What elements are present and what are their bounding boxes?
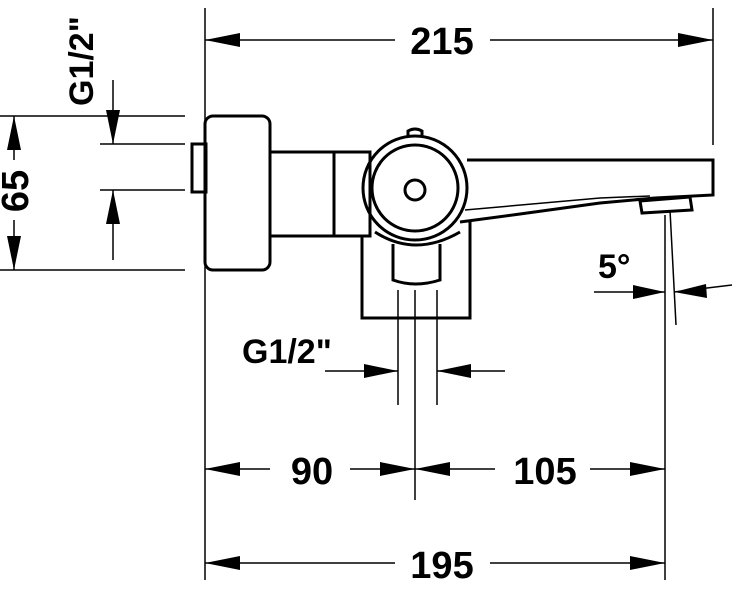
- aerator: [638, 195, 694, 215]
- dim-wall-to-spout: 195: [205, 545, 665, 587]
- dim-label-left-to-center: 90: [291, 451, 333, 493]
- dim-spout-angle: 5°: [594, 248, 732, 299]
- extension-lines: [0, 8, 714, 580]
- dim-label-wall-to-spout: 195: [410, 545, 473, 587]
- dim-body-height: 65: [0, 116, 37, 270]
- left-stub: [190, 142, 208, 194]
- handle-circle: [361, 134, 469, 242]
- spout: [459, 158, 715, 224]
- body: [268, 150, 372, 238]
- dim-label-body-height: 65: [0, 170, 37, 212]
- dim-label-inlet-thread: G1/2": [63, 16, 101, 106]
- mixer-outline: [190, 114, 715, 320]
- dim-overall-width: 215: [205, 21, 713, 63]
- dim-outlet-thread: G1/2": [242, 333, 505, 378]
- dim-label-overall-width: 215: [410, 21, 473, 63]
- dim-label-center-to-spout: 105: [513, 451, 576, 493]
- lower-body: [360, 222, 472, 320]
- handle-center: [403, 178, 427, 202]
- rosette: [203, 114, 272, 272]
- outlet-nut: [391, 244, 442, 286]
- dim-center-distances: 90 105: [205, 451, 665, 493]
- dim-label-outlet-thread: G1/2": [242, 333, 332, 371]
- dim-inlet-thread: G1/2": [63, 16, 120, 260]
- dim-label-spout-angle: 5°: [598, 248, 631, 286]
